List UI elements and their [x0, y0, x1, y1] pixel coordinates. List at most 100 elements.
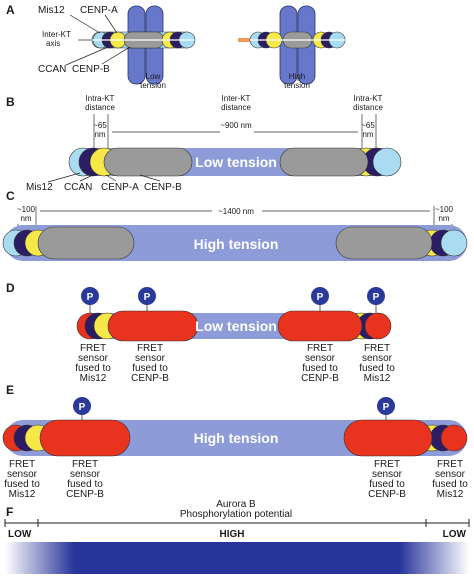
ccan-label: CCAN: [38, 64, 66, 75]
caption-line: FRET: [374, 459, 400, 470]
nm100-right-label-1: ~100: [435, 205, 454, 214]
phospho-icon: [138, 287, 156, 305]
mis12-pointer: [47, 172, 81, 183]
phospho-icon: [73, 397, 91, 415]
caption-line: sensor: [78, 353, 109, 364]
caption-line: fused to: [359, 363, 395, 374]
caption-line: CENP-B: [66, 489, 104, 500]
phospho-label: P: [87, 292, 94, 303]
caption-line: sensor: [305, 353, 336, 364]
fret-mis12-caption-right: FRET sensor fused to Mis12: [432, 459, 468, 500]
phospho-label: P: [144, 292, 151, 303]
panel-f-letter: F: [6, 505, 13, 519]
fret-mis12-right: [440, 424, 468, 452]
caption-line: FRET: [364, 343, 390, 354]
low-tension-label-1: Low: [146, 72, 161, 81]
caption-line: fused to: [67, 479, 103, 490]
caption-line: CENP-B: [301, 373, 339, 384]
cenpb-label: CENP-B: [144, 182, 182, 193]
low-tension-label-2: tension: [140, 81, 166, 90]
nm100-left-label-2: nm: [20, 214, 31, 223]
phospho-marker: P: [311, 287, 329, 311]
panel-a-letter: A: [6, 3, 15, 17]
inter-kt-axis-label-1: Inter-KT: [42, 30, 71, 39]
caption-line: fused to: [4, 479, 40, 490]
ccan-label: CCAN: [64, 182, 92, 193]
caption-line: Mis12: [437, 489, 464, 500]
caption-line: FRET: [80, 343, 106, 354]
phospho-icon: [311, 287, 329, 305]
phospho-marker: P: [377, 397, 395, 420]
low-left-label: LOW: [8, 529, 32, 540]
caption-line: FRET: [307, 343, 333, 354]
phospho-icon: [377, 397, 395, 415]
caption-line: Mis12: [80, 373, 107, 384]
caption-line: fused to: [369, 479, 405, 490]
fret-cenpb-left: [107, 310, 199, 342]
caption-line: FRET: [437, 459, 463, 470]
aurora-b-title: Aurora B: [216, 499, 256, 510]
caption-line: fused to: [132, 363, 168, 374]
high-tension-label-2: tension: [284, 81, 310, 90]
fret-cenpb-caption-left: FRET sensor fused to CENP-B: [66, 459, 104, 500]
mis12-label: Mis12: [38, 5, 65, 16]
caption-line: sensor: [362, 353, 393, 364]
mis12-pointer: [69, 14, 101, 34]
cenpb-label: CENP-B: [72, 64, 110, 75]
fret-cenpb-caption-right: FRET sensor fused to CENP-B: [368, 459, 406, 500]
caption-line: sensor: [435, 469, 466, 480]
caption-line: sensor: [7, 469, 38, 480]
phospho-label: P: [79, 402, 86, 413]
panel-a: A Low tension Mis12 CENP-A Inter-KT axis…: [6, 3, 346, 90]
phospho-label: P: [373, 292, 380, 303]
caption-line: CENP-B: [131, 373, 169, 384]
phospho-marker: P: [138, 287, 156, 311]
panel-b: B Intra-KT distance Inter-KT distance In…: [6, 94, 402, 193]
phosphorylation-gradient-bar: [5, 542, 469, 574]
fret-cenpb-caption-left: FRET sensor fused to CENP-B: [131, 343, 169, 384]
cenpa-label: CENP-A: [80, 5, 118, 16]
inter-kt-label-1: Inter-KT: [222, 94, 251, 103]
cenpa-pointer: [105, 174, 117, 182]
caption-line: Mis12: [364, 373, 391, 384]
fret-cenpb-right: [343, 419, 433, 457]
ccan-pointer: [65, 46, 109, 66]
phospho-icon: [367, 287, 385, 305]
caption-line: Mis12: [9, 489, 36, 500]
cenpb-block-right: [279, 147, 369, 177]
nm65-right-label-2: nm: [362, 130, 373, 139]
low-tension-banner: Low tension: [195, 154, 277, 170]
phospho-label: P: [317, 292, 324, 303]
caption-line: sensor: [372, 469, 403, 480]
cenpa-label: CENP-A: [101, 182, 139, 193]
caption-line: FRET: [137, 343, 163, 354]
inter-kt-axis-label-2: axis: [46, 39, 60, 48]
fret-cenpb-left: [39, 419, 131, 457]
phospho-icon: [81, 287, 99, 305]
low-tension-chromosome: Low tension: [91, 5, 196, 90]
panel-f: F Aurora B Phosphorylation potential LOW…: [4, 499, 470, 574]
intra-kt-left-label-1: Intra-KT: [86, 94, 115, 103]
high-tension-banner: High tension: [194, 430, 279, 446]
panel-c-letter: C: [6, 189, 15, 203]
caption-line: sensor: [70, 469, 101, 480]
panel-c: C ~100 nm ~1400 nm ~100 nm High tension: [2, 189, 468, 261]
cenpb-pointer: [139, 174, 161, 182]
high-tension-banner: High tension: [194, 236, 279, 252]
ccan-pointer: [79, 174, 94, 182]
nm900-label: ~900 nm: [220, 121, 252, 130]
cenpb-pointer: [101, 46, 131, 65]
nm100-left-label-1: ~100: [17, 205, 36, 214]
phospho-marker: P: [73, 397, 91, 420]
caption-line: FRET: [72, 459, 98, 470]
high-tension-label-1: High: [289, 72, 305, 81]
panel-e-letter: E: [6, 383, 14, 397]
high-tension-chromosome: High tension: [238, 5, 346, 90]
intra-kt-right-label-2: distance: [353, 103, 383, 112]
phosphorylation-title: Phosphorylation potential: [180, 509, 292, 520]
high-label: HIGH: [220, 529, 245, 540]
caption-line: sensor: [135, 353, 166, 364]
panel-b-letter: B: [6, 95, 15, 109]
nm65-left-label-2: nm: [94, 130, 105, 139]
phospho-marker: P: [81, 287, 99, 313]
